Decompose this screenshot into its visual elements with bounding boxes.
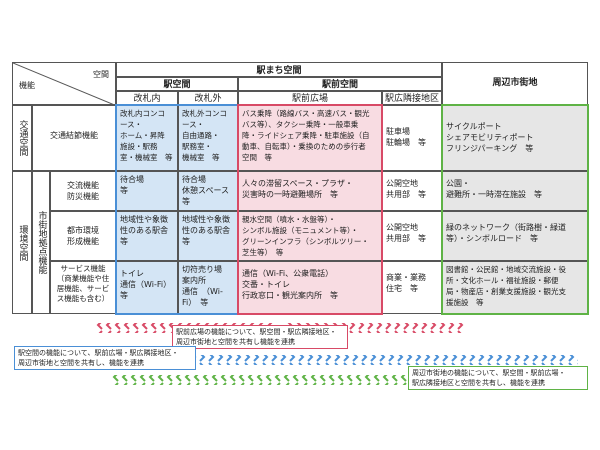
exchange-inside-cell: 待合場 等 xyxy=(116,171,178,211)
service-outside-cell: 切符売り場 案内所 通信 （Wi- Fi） 等 xyxy=(178,261,238,314)
urban-surrounding-cell: 緑のネットワーク（街路樹・緑道 等）・シンボルロード 等 xyxy=(442,211,588,261)
diagonal-divider xyxy=(13,63,114,104)
plaza-link-note: 駅前広場の機能について、駅空間・駅広隣接地区・ 周辺市街地と空間を共有し機能を連… xyxy=(172,325,348,349)
station-space-header: 駅空間 xyxy=(116,77,238,91)
service-adjacent-cell: 商業・業務 住宅 等 xyxy=(382,261,442,314)
env-space-label: 環境空間 xyxy=(12,171,32,314)
station-link-note: 駅空間の機能について、駅前広場・駅広隣接地区・ 周辺市街地と空間を共有し、機能を… xyxy=(14,346,196,370)
service-surrounding-cell: 図書館・公民館・地域交流施設・役 所・文化ホール・福祉施設・郵便 局・物産店・創… xyxy=(442,261,588,314)
traffic-plaza-cell: バス乗降（路線バス・高速バス・観光 バス等）、タクシー乗降・一般車乗 降・ライド… xyxy=(238,105,382,171)
exchange-label: 交流機能 防災機能 xyxy=(50,171,116,211)
station-space-outline xyxy=(115,104,239,315)
urban-plaza-cell: 親水空間（噴水・水盤等）・ シンボル施設（モニュメント等）・ グリーンインフラ（… xyxy=(238,211,382,261)
urban-adjacent-cell: 公開空地 共用部 等 xyxy=(382,211,442,261)
station-link-arrow xyxy=(108,355,578,365)
adjacent-area-header: 駅広隣接地区 xyxy=(382,91,442,105)
exchange-plaza-cell: 人々の滞留スペース・プラザ・ 災害時の一時避難場所 等 xyxy=(238,171,382,211)
corner-header-cell: 空間 機能 xyxy=(12,62,116,105)
urban-base-label: 市街地拠点機能 xyxy=(32,171,50,314)
exchange-outside-cell: 待合場 休憩スペース 等 xyxy=(178,171,238,211)
urban-env-label: 都市環境 形成機能 xyxy=(50,211,116,261)
traffic-node-label: 交通結節機能 xyxy=(32,105,116,171)
station-plaza-header: 駅前広場 xyxy=(238,91,382,105)
urban-inside-cell: 地域性や象徴 性のある駅舎 等 xyxy=(116,211,178,261)
traffic-space-label: 交通空間 xyxy=(12,105,32,171)
traffic-outside-cell: 改札外コンコ ース・ 自由通路・ 駅務室・ 機械室 等 xyxy=(178,105,238,171)
traffic-adjacent-cell: 駐車場 駐輪場 等 xyxy=(382,105,442,171)
station-front-space-header: 駅前空間 xyxy=(238,77,442,91)
surrounding-header: 周辺市街地 xyxy=(442,62,588,105)
inside-gate-header: 改札内 xyxy=(116,91,178,105)
service-label: サービス機能 （商業機能や住 居機能、サービ ス機能も含む） xyxy=(50,261,116,314)
outside-gate-header: 改札外 xyxy=(178,91,238,105)
exchange-adjacent-cell: 公開空地 共用部 等 xyxy=(382,171,442,211)
surrounding-link-note: 周辺市街地の機能について、駅空間・駅前広場・ 駅広隣接地区と空間を共有し、機能を… xyxy=(408,366,588,390)
station-plaza-outline xyxy=(237,104,383,315)
traffic-surrounding-cell: サイクルポート シェアモビリティポート フリンジパーキング 等 xyxy=(442,105,588,171)
urban-outside-cell: 地域性や象徴 性のある駅舎 等 xyxy=(178,211,238,261)
surrounding-link-arrow xyxy=(112,375,442,385)
function-label: 機能 xyxy=(19,81,35,90)
station-town-space-header: 駅まち空間 xyxy=(116,62,442,77)
surrounding-outline xyxy=(441,104,589,315)
space-label: 空間 xyxy=(93,70,109,79)
